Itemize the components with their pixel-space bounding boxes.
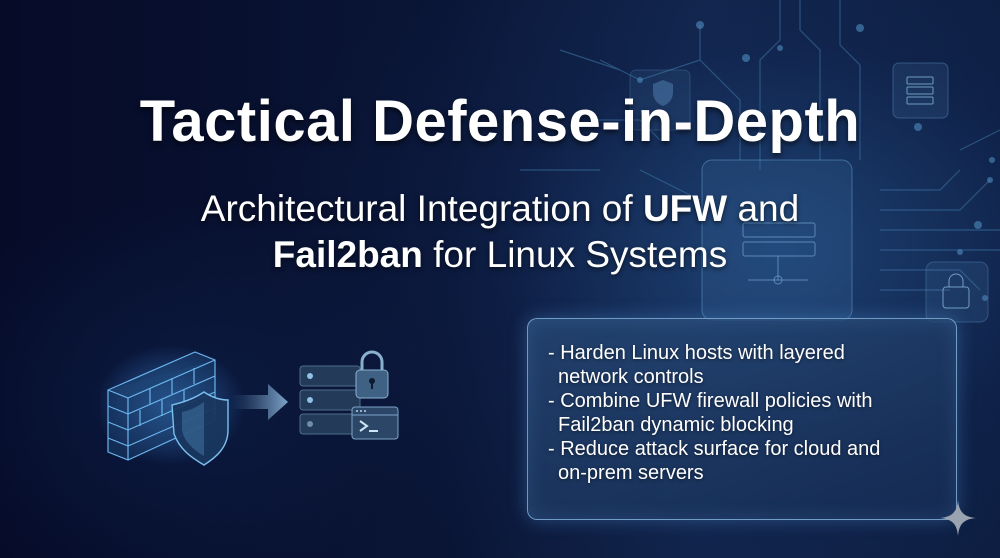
padlock-icon (942, 273, 970, 309)
bullet-text: network controls (558, 366, 704, 388)
subtitle-line-2: Fail2ban for Linux Systems (0, 232, 1000, 278)
page-title: Tactical Defense-in-Depth (139, 89, 861, 154)
bullet-item: - Combine UFW firewall policies with Fai… (548, 389, 956, 437)
subtitle-text: and (727, 188, 800, 229)
arrow-right-icon (232, 384, 288, 420)
sparkle-icon (940, 500, 976, 536)
page-subtitle: Architectural Integration of UFW and Fai… (0, 186, 1000, 278)
bullet-text: - Harden Linux hosts with layered (548, 342, 845, 364)
shield-icon (171, 391, 229, 466)
bullet-text: on-prem servers (558, 462, 704, 484)
bullet-item: - Harden Linux hosts with layered networ… (548, 341, 956, 389)
bullet-text: - Reduce attack surface for cloud and (548, 438, 881, 460)
server-stack-icon (906, 76, 934, 105)
server-illustration (299, 350, 399, 440)
server-stack-icon (299, 365, 361, 435)
subtitle-line-1: Architectural Integration of UFW and (0, 186, 1000, 232)
subtitle-text: Architectural Integration of (200, 188, 643, 229)
subtitle-highlight-fail2ban: Fail2ban (272, 234, 423, 275)
subtitle-highlight-ufw: UFW (642, 188, 728, 229)
terminal-icon (351, 406, 399, 440)
bullet-card: - Harden Linux hosts with layered networ… (527, 318, 957, 520)
padlock-icon (355, 350, 389, 399)
bullet-text: - Combine UFW firewall policies with (548, 390, 873, 412)
shield-icon (653, 80, 673, 106)
bullet-text: Fail2ban dynamic blocking (558, 414, 794, 436)
bullet-item: - Reduce attack surface for cloud and on… (548, 437, 956, 485)
firewall-illustration (100, 345, 245, 466)
subtitle-text: for Linux Systems (422, 234, 728, 275)
